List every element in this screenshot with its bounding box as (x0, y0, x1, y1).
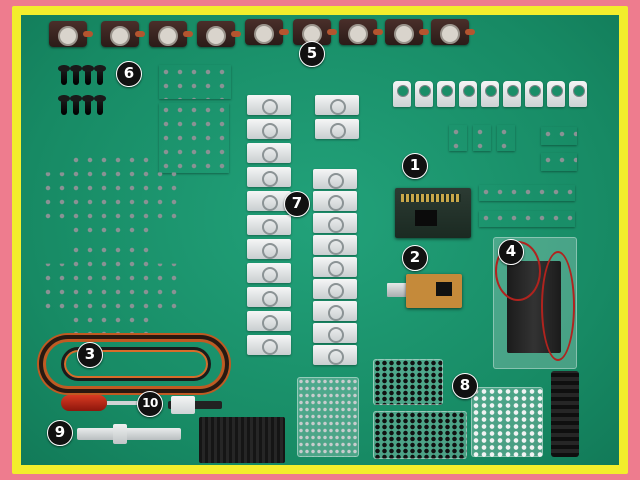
u-bracket (313, 323, 357, 343)
usb-adapter-board (406, 274, 462, 308)
u-bracket (247, 311, 291, 331)
u-bracket (247, 143, 291, 163)
u-bracket (313, 301, 357, 321)
spanner-tool (77, 424, 181, 444)
callout-10: 10 (137, 391, 163, 417)
callout-8: 8 (452, 373, 478, 399)
servo-horn (58, 95, 70, 115)
u-bracket (313, 345, 357, 365)
servo-horn (82, 65, 94, 85)
block-bracket (497, 125, 515, 151)
servo (431, 19, 475, 45)
u-bracket (247, 191, 291, 211)
callout-6: 6 (116, 61, 142, 87)
u-bracket (247, 263, 291, 283)
u-bracket (247, 239, 291, 259)
u-bracket (313, 257, 357, 277)
nut-bag (373, 411, 467, 459)
block-bracket (449, 125, 467, 151)
servo-horn (58, 65, 70, 85)
small-bracket (393, 81, 411, 107)
small-bracket (415, 81, 433, 107)
long-bracket (479, 185, 575, 201)
callout-1: 1 (402, 153, 428, 179)
callout-3: 3 (77, 342, 103, 368)
small-bracket (503, 81, 521, 107)
u-bracket (313, 235, 357, 255)
servo-extension-cable-inner (61, 347, 211, 381)
servo-horn (82, 95, 94, 115)
callout-7: 7 (284, 191, 310, 217)
block-bracket (473, 125, 491, 151)
u-bracket (247, 95, 291, 115)
u-bracket (247, 167, 291, 187)
servo (149, 21, 193, 47)
servo-horn (70, 95, 82, 115)
u-bracket (313, 279, 357, 299)
angle-bracket (541, 127, 577, 145)
hex-wrench-plate (171, 396, 195, 414)
callout-9: 9 (47, 420, 73, 446)
servo (245, 19, 289, 45)
servo-horn (94, 65, 106, 85)
small-bracket (569, 81, 587, 107)
screwdriver-shaft (107, 401, 137, 405)
controller-board (395, 188, 471, 238)
small-bracket (459, 81, 477, 107)
servo-extension-cable (39, 335, 229, 393)
hex-wrench (168, 401, 222, 409)
screwdriver-handle (61, 395, 107, 411)
u-bracket (315, 95, 359, 115)
usb-plug (387, 283, 409, 297)
callout-5: 5 (299, 41, 325, 67)
velcro-strap (551, 371, 579, 457)
velcro-pad (199, 417, 285, 463)
servo (293, 19, 337, 45)
u-bracket (313, 169, 357, 189)
green-mat: 1 2 3 4 5 6 7 8 9 10 (21, 15, 619, 465)
small-bracket (481, 81, 499, 107)
servo (197, 21, 241, 47)
spacer-bag (471, 387, 543, 457)
u-bracket (247, 215, 291, 235)
servo (49, 21, 93, 47)
small-bracket (547, 81, 565, 107)
u-bracket (315, 119, 359, 139)
servo (339, 19, 383, 45)
servo-horn (94, 95, 106, 115)
aluminium-plate (159, 65, 231, 99)
long-bracket (479, 211, 575, 227)
aluminium-plate (159, 103, 229, 173)
u-bracket (313, 213, 357, 233)
u-bracket (247, 335, 291, 355)
servo-horn (70, 65, 82, 85)
small-bracket (437, 81, 455, 107)
callout-4: 4 (498, 239, 524, 265)
u-bracket (247, 119, 291, 139)
servo (385, 19, 429, 45)
battery-wire (541, 251, 575, 361)
body-plate (41, 243, 181, 337)
u-bracket (313, 191, 357, 211)
u-bracket (247, 287, 291, 307)
callout-2: 2 (402, 245, 428, 271)
servo (101, 21, 145, 47)
screw-bag (297, 377, 359, 457)
angle-bracket (541, 153, 577, 171)
small-bracket (525, 81, 543, 107)
nut-bag (373, 359, 443, 405)
